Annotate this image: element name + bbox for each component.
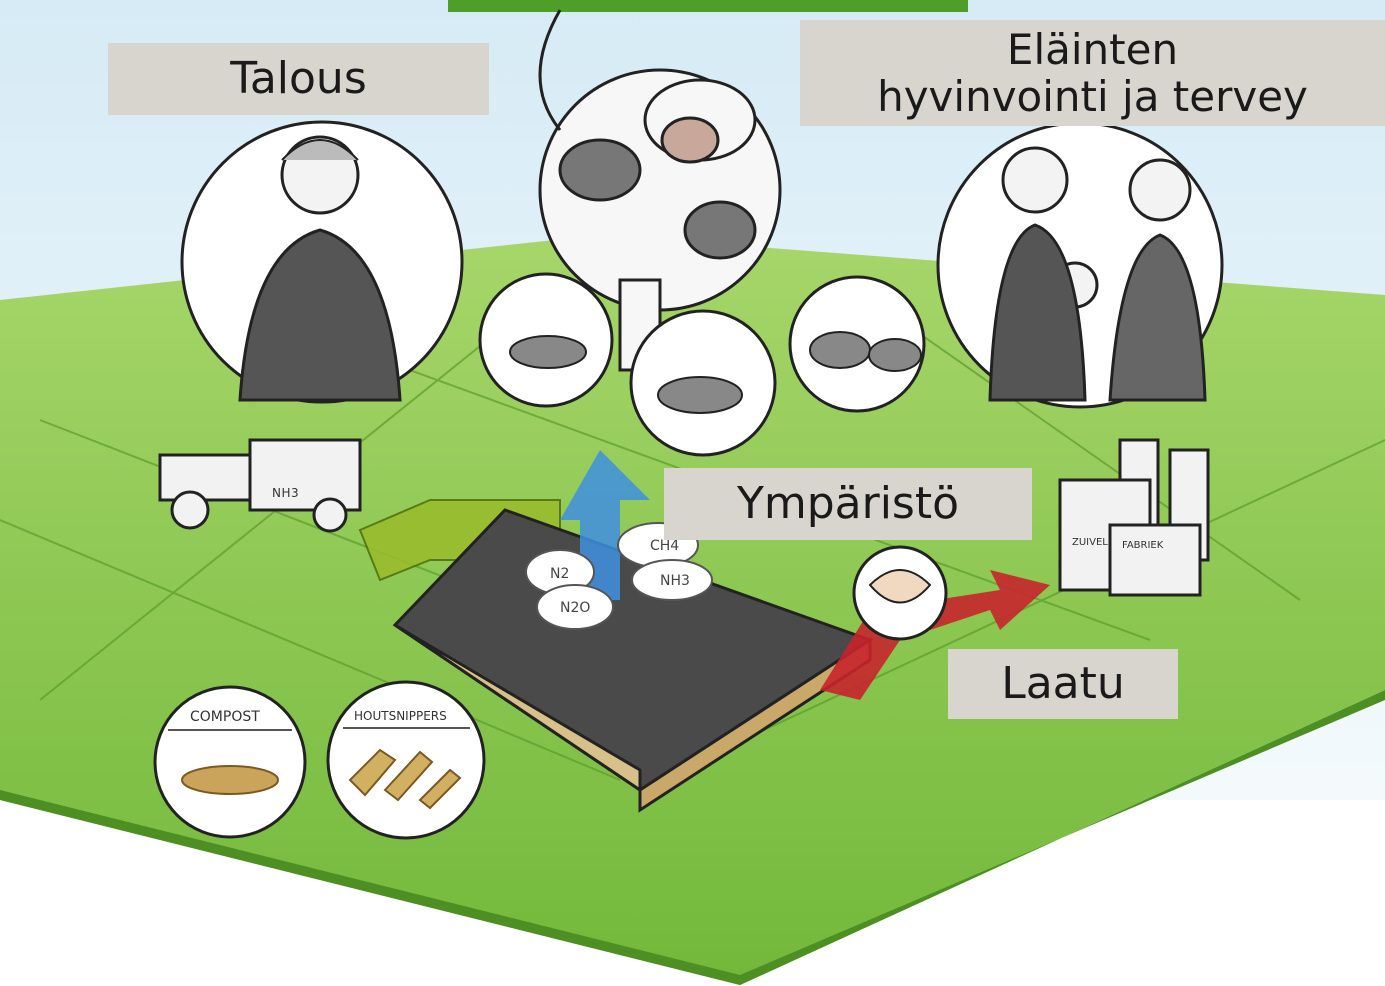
ch4-label: CH4	[650, 538, 679, 554]
compost-label: COMPOST	[190, 709, 260, 725]
label-ymparisto-text: Ympäristö	[737, 479, 959, 528]
woodchips-circle	[328, 682, 484, 838]
zuivel-label: ZUIVEL	[1072, 537, 1108, 548]
label-laatu-text: Laatu	[1001, 659, 1125, 708]
n2-label: N2	[550, 566, 569, 582]
label-elainten-hyvinvointi: Eläinten hyvinvointi ja tervey	[800, 20, 1385, 126]
houtsnippers-label: HOUTSNIPPERS	[354, 709, 447, 723]
nh3-tractor-label: NH3	[272, 486, 299, 500]
n2o-label: N2O	[560, 600, 590, 616]
fabriek-label: FABRIEK	[1122, 540, 1164, 551]
label-talous: Talous	[108, 43, 489, 115]
top-banner	[448, 0, 968, 12]
milk-icon	[854, 547, 946, 639]
farmer-circle	[182, 122, 462, 402]
compost-icon	[182, 766, 278, 794]
label-ymparisto: Ympäristö	[664, 468, 1032, 540]
label-elainten-line2: hyvinvointi ja tervey	[877, 73, 1308, 120]
label-laatu: Laatu	[948, 649, 1178, 719]
family-circle	[938, 123, 1222, 407]
nh3-barn-label: NH3	[660, 573, 690, 589]
label-talous-text: Talous	[230, 54, 367, 103]
label-elainten-line1: Eläinten	[1007, 26, 1178, 73]
